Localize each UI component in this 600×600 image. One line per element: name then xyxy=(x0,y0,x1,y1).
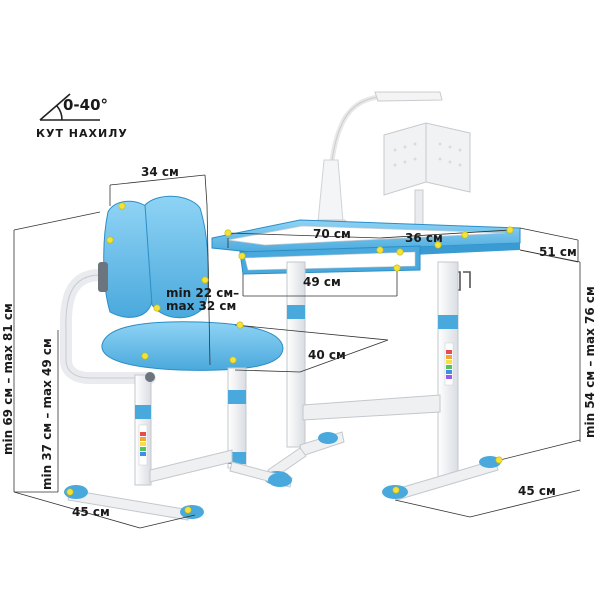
chair-seat-height-label: min 37 см – max 49 см xyxy=(40,338,54,490)
chair-seat xyxy=(101,321,284,371)
chair-backrest-left xyxy=(103,200,153,318)
seat-depth-label: 40 см xyxy=(308,348,346,362)
lamp-head xyxy=(374,91,443,102)
measurement-markers xyxy=(66,202,514,514)
lamp-base xyxy=(317,159,344,223)
backrest-width-label: 34 см xyxy=(141,165,179,179)
height-scale-sticker xyxy=(444,342,454,386)
book-stand xyxy=(383,122,471,196)
tilt-range-label: 0-40° xyxy=(63,96,109,114)
chair-base-width-label: 45 см xyxy=(72,505,110,519)
desk-shelf-width-label: 36 см xyxy=(405,231,443,245)
tilt-angle-icon xyxy=(39,93,100,121)
desk-leg-left xyxy=(286,261,306,448)
backrest-height-label: min 22 см– max 32 см xyxy=(166,286,240,313)
desk-height-label: min 54 см – max 76 см xyxy=(583,286,597,438)
chair-total-height-label: min 69 см – max 81 см xyxy=(1,303,15,455)
desk-depth-label: 51 см xyxy=(539,245,577,259)
tilt-caption-label: КУТ НАХИЛУ xyxy=(36,127,128,140)
dimension-lines xyxy=(13,174,581,529)
desk-base-depth-label: 45 см xyxy=(518,484,556,498)
chair-illustration xyxy=(59,195,293,521)
desk-top-width-label: 70 см xyxy=(313,227,351,241)
drawer-width-label: 49 см xyxy=(303,275,341,289)
